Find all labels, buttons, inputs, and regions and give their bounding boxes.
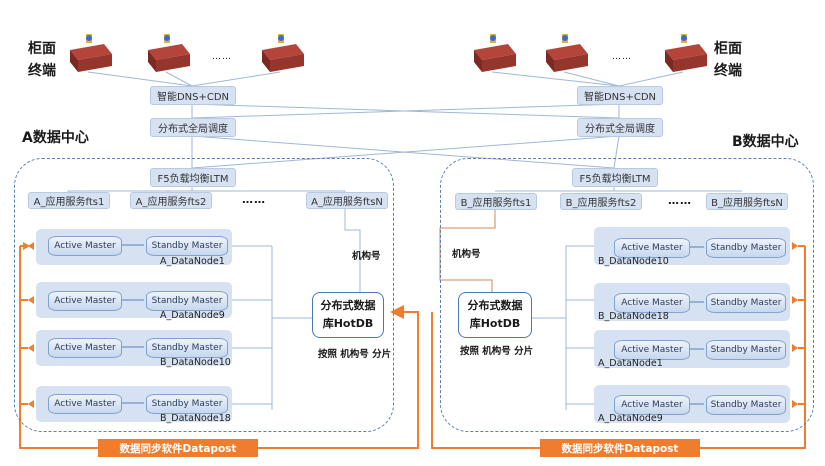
datanode-name-b-2: B_DataNode18 [598, 311, 669, 322]
standby-master-b-1: Standby Master [706, 238, 786, 258]
terminal-icon-b3 [659, 34, 709, 74]
terminal-dots-left: …… [212, 52, 232, 62]
scheduler-box-left: 分布式全局调度 [150, 118, 236, 137]
hotdb-a: 分布式数据 库HotDB [312, 292, 384, 338]
standby-master-a-3: Standby Master [146, 338, 228, 358]
terminal-icon-b1 [468, 34, 518, 74]
active-master-a-3: Active Master [48, 338, 122, 358]
datanode-name-b-4: A_DataNode9 [598, 413, 663, 424]
datanode-name-a-2: A_DataNode9 [160, 310, 225, 321]
active-master-a-1: Active Master [48, 236, 122, 256]
datanode-name-b-1: B_DataNode10 [598, 256, 669, 267]
app-service-a-2: A_应用服务fts2 [130, 192, 212, 209]
standby-master-b-2: Standby Master [706, 293, 786, 313]
app-service-b-1: B_应用服务fts1 [455, 193, 537, 210]
standby-master-a-2: Standby Master [146, 291, 228, 311]
apps-dots-a: …… [242, 193, 266, 206]
datacenter-b [440, 158, 814, 432]
datanode-name-a-1: A_DataNode1 [160, 256, 225, 267]
f5-box-a: F5负载均衡LTM [150, 168, 236, 187]
app-service-b-n: B_应用服务ftsN [706, 193, 788, 210]
dns-box-left: 智能DNS+CDN [150, 86, 236, 105]
active-master-a-2: Active Master [48, 291, 122, 311]
standby-master-b-4: Standby Master [706, 395, 786, 415]
hotdb-b: 分布式数据 库HotDB [458, 292, 532, 338]
datanode-name-a-3: B_DataNode10 [160, 357, 231, 368]
app-service-b-2: B_应用服务fts2 [560, 193, 642, 210]
hotdb-b-line1: 分布式数据 [467, 299, 523, 312]
active-master-a-4: Active Master [48, 394, 122, 414]
terminal-icon-a2 [142, 34, 192, 74]
datapost-sync-a: 数据同步软件Datapost [98, 439, 258, 457]
shard-label-a: 按照 机构号 分片 [318, 349, 392, 360]
hotdb-a-line1: 分布式数据 [320, 299, 376, 312]
terminal-label-left-2: 终端 [28, 63, 56, 79]
app-service-a-n: A_应用服务ftsN [306, 192, 388, 209]
f5-box-b: F5负载均衡LTM [572, 168, 658, 187]
dc-b-title: B数据中心 [732, 134, 799, 150]
datanode-name-a-4: B_DataNode18 [160, 413, 231, 424]
standby-master-a-4: Standby Master [146, 394, 228, 414]
active-master-b-2: Active Master [614, 293, 690, 313]
terminal-icon-a3 [256, 34, 306, 74]
standby-master-a-1: Standby Master [146, 236, 228, 256]
terminal-label-right-1: 柜面 [714, 41, 742, 57]
standby-master-b-3: Standby Master [706, 340, 786, 360]
scheduler-box-right: 分布式全局调度 [577, 118, 663, 137]
datapost-sync-b: 数据同步软件Datapost [540, 439, 700, 457]
dns-box-right: 智能DNS+CDN [577, 86, 663, 105]
terminal-icon-b2 [540, 34, 590, 74]
hotdb-b-line2: 库HotDB [469, 317, 521, 330]
active-master-b-1: Active Master [614, 238, 690, 258]
datacenter-a [14, 158, 394, 432]
active-master-b-3: Active Master [614, 340, 690, 360]
app-service-a-1: A_应用服务fts1 [28, 192, 110, 209]
hotdb-a-line2: 库HotDB [322, 317, 374, 330]
terminal-icon-a1 [64, 34, 114, 74]
dc-a-title: A数据中心 [22, 130, 89, 146]
terminal-label-right-2: 终端 [714, 63, 742, 79]
active-master-b-4: Active Master [614, 395, 690, 415]
shard-label-b: 按照 机构号 分片 [460, 346, 534, 357]
datanode-name-b-3: A_DataNode1 [598, 358, 663, 369]
org-label-a: 机构号 [352, 251, 381, 262]
apps-dots-b: …… [668, 194, 692, 207]
terminal-dots-right: …… [612, 52, 632, 62]
terminal-label-left-1: 柜面 [28, 41, 56, 57]
org-label-b: 机构号 [452, 249, 481, 260]
